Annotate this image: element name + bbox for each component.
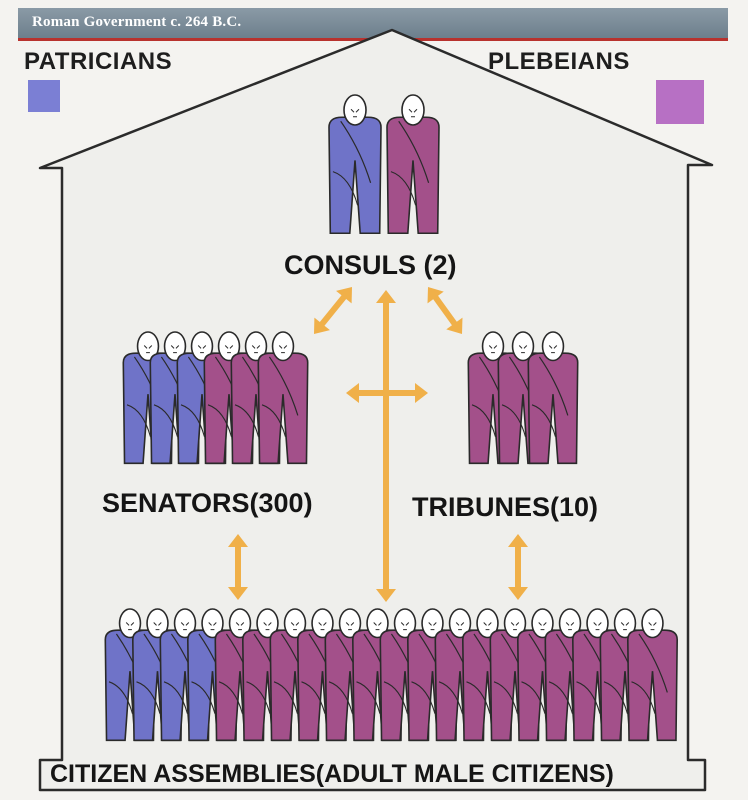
legend-patricians-swatch [28, 80, 60, 112]
assemblies-label: CITIZEN ASSEMBLIES(ADULT MALE CITIZENS) [50, 760, 614, 789]
legend-patricians-label: PATRICIANS [24, 48, 172, 76]
tribunes-label: TRIBUNES(10) [412, 492, 598, 523]
consuls-label: CONSULS (2) [284, 250, 457, 281]
senators-label: SENATORS(300) [102, 488, 313, 519]
legend-plebeians-label: PLEBEIANS [488, 48, 630, 76]
legend-plebeians-swatch [656, 80, 704, 124]
